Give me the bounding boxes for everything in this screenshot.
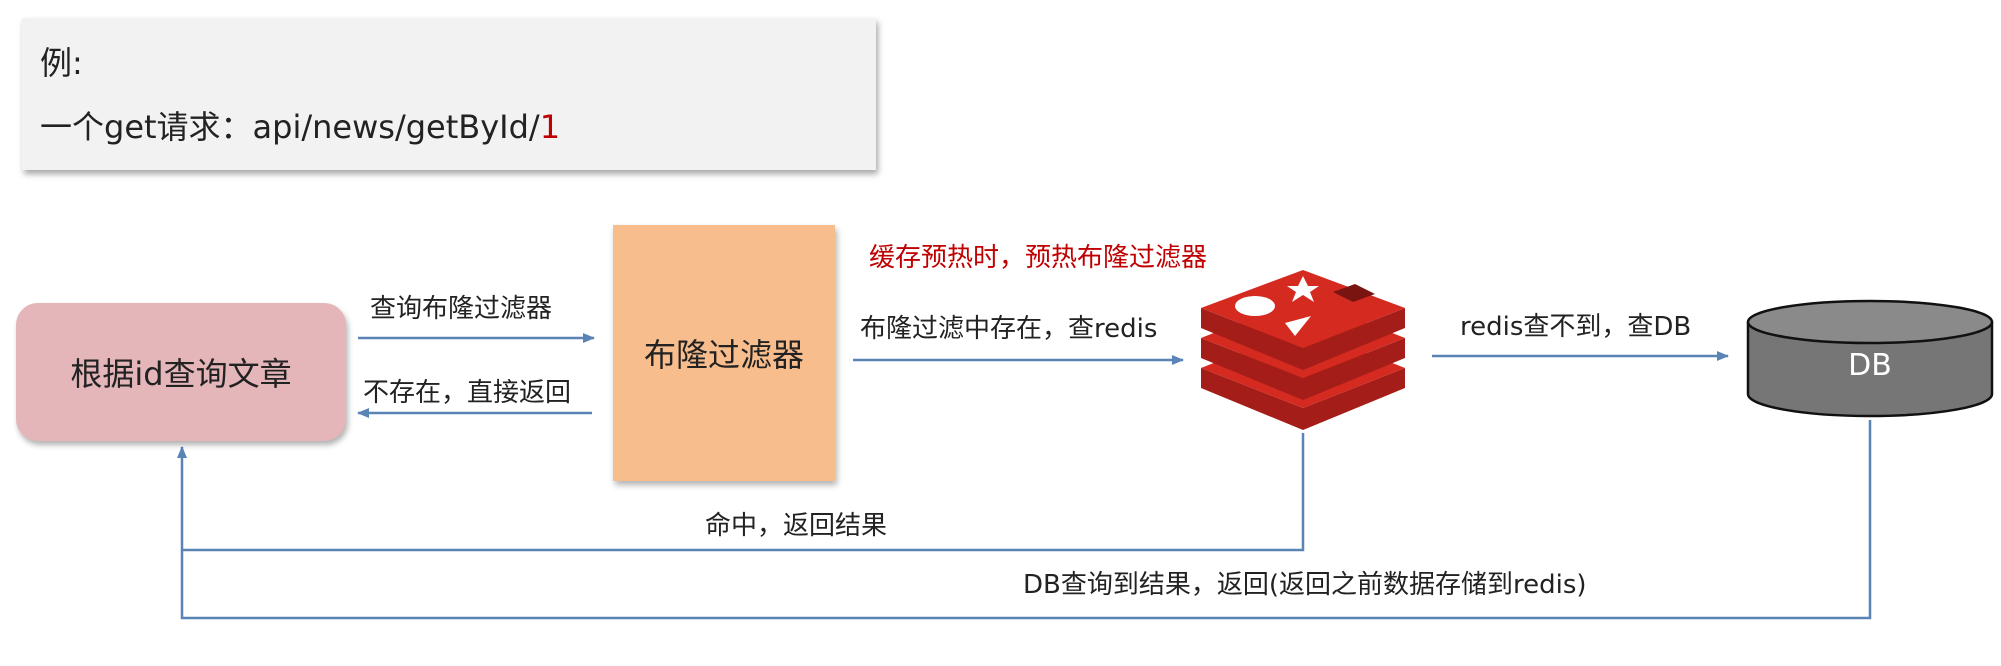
example-box: 例: 一个get请求：api/news/getById/1 [22, 18, 876, 170]
label-hit-return: 命中，返回结果 [705, 511, 888, 541]
label-redis-miss: redis查不到，查DB [1460, 312, 1692, 342]
redis-logo-icon [1201, 270, 1405, 430]
label-query-bloom: 查询布隆过滤器 [370, 294, 553, 324]
example-title: 例: [40, 44, 83, 82]
example-request-id: 1 [539, 108, 561, 146]
label-db-return: DB查询到结果，返回(返回之前数据存储到redis) [1023, 570, 1587, 600]
label-exists-query-redis: 布隆过滤中存在，查redis [860, 314, 1158, 344]
bloom-filter-node: 布隆过滤器 [613, 225, 835, 481]
label-warmup-note: 缓存预热时，预热布隆过滤器 [869, 243, 1208, 273]
article-query-node: 根据id查询文章 [16, 303, 346, 441]
label-not-exist-return: 不存在，直接返回 [363, 378, 572, 408]
example-request-prefix: 一个get请求：api/news/getById/ [40, 108, 540, 146]
database-cylinder-icon [1746, 299, 1994, 418]
database-node: DB [1745, 298, 1995, 422]
example-request-line: 一个get请求：api/news/getById/1 [40, 102, 560, 148]
arrow-db-return [177, 420, 1872, 620]
arrow-redis-hit-return [182, 433, 1305, 552]
database-label: DB [1848, 348, 1892, 383]
